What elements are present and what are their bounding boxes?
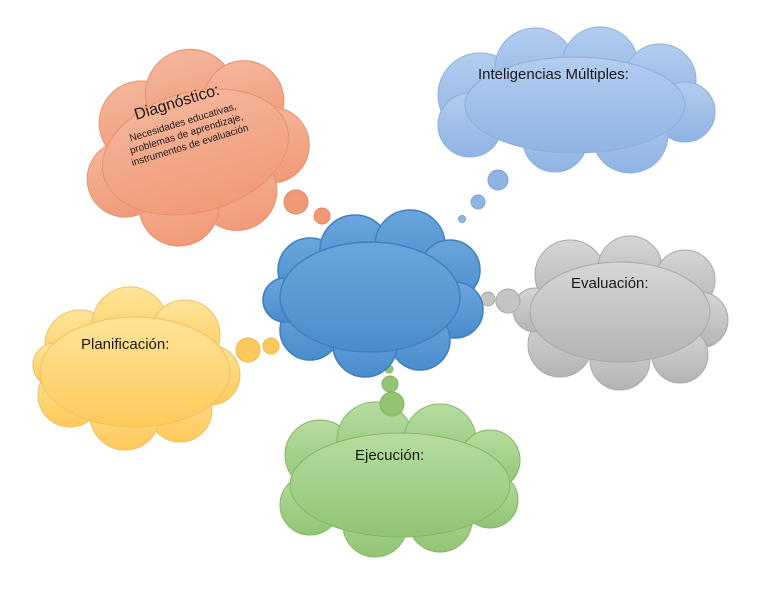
cloud-diagnostico <box>86 48 310 247</box>
bubble-medium <box>480 291 496 307</box>
bubble-small <box>458 215 466 223</box>
bubble-large <box>235 337 261 363</box>
cloud-inteligencias <box>437 26 716 174</box>
cloud-central <box>262 209 484 378</box>
ejecucion-label: Ejecución: <box>355 447 425 464</box>
bubble-medium <box>262 337 280 355</box>
evaluacion-label: Evaluación: <box>571 275 649 292</box>
inteligencias-multiples-label: Inteligencias Múltiples: <box>478 66 629 83</box>
cloud-evaluacion <box>512 235 729 391</box>
bubble-trail-ejecucion <box>379 364 405 417</box>
bubble-large <box>495 288 521 314</box>
cloud-ejecucion <box>279 401 521 558</box>
bubble-medium <box>313 207 331 225</box>
bubble-trail-inteligencias <box>458 169 509 223</box>
bubble-large <box>283 189 309 215</box>
cloud-planificacion <box>32 286 241 451</box>
bubble-medium <box>381 375 399 393</box>
bubble-large <box>379 391 405 417</box>
planificacion-label: Planificación: <box>81 336 170 353</box>
bubble-large <box>487 169 509 191</box>
bubble-medium <box>470 194 486 210</box>
